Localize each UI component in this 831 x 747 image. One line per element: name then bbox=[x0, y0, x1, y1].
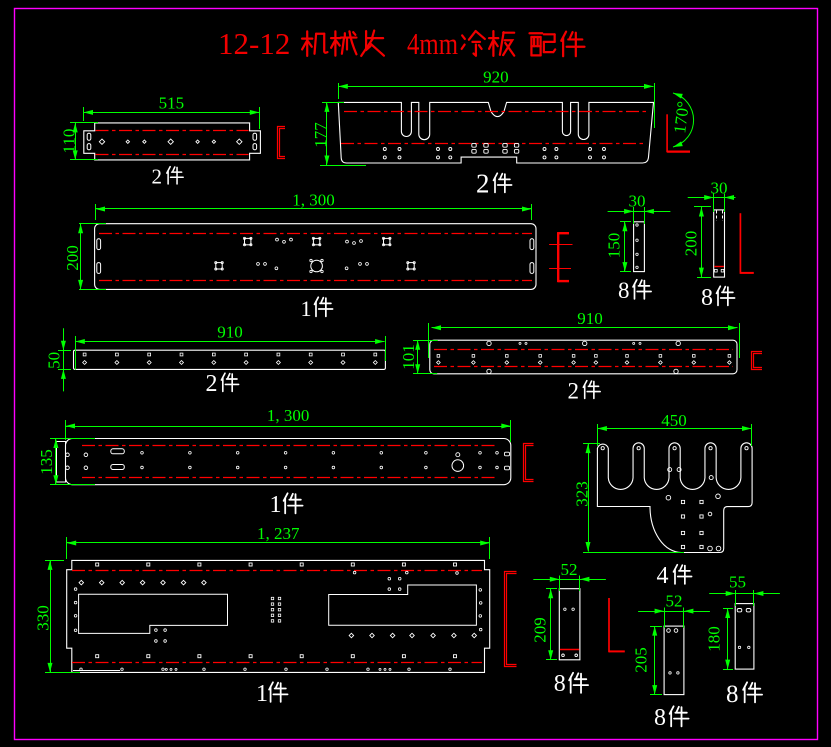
svg-text:177: 177 bbox=[311, 122, 330, 148]
svg-text:2: 2 bbox=[476, 169, 490, 199]
svg-text:1: 1 bbox=[270, 492, 282, 518]
svg-text:1, 300: 1, 300 bbox=[292, 191, 335, 210]
svg-text:4mm: 4mm bbox=[407, 26, 458, 61]
svg-text:450: 450 bbox=[661, 411, 687, 430]
svg-text:150: 150 bbox=[605, 233, 624, 259]
svg-text:920: 920 bbox=[483, 68, 509, 87]
svg-text:170°: 170° bbox=[670, 100, 693, 134]
svg-text:55: 55 bbox=[729, 573, 746, 592]
svg-text:135: 135 bbox=[37, 449, 56, 475]
svg-text:30: 30 bbox=[629, 192, 646, 211]
svg-text:8: 8 bbox=[554, 671, 566, 697]
svg-text:323: 323 bbox=[573, 481, 592, 507]
svg-text:205: 205 bbox=[632, 647, 651, 673]
svg-text:110: 110 bbox=[60, 129, 79, 154]
svg-text:2: 2 bbox=[152, 165, 163, 189]
svg-text:1: 1 bbox=[301, 296, 312, 321]
svg-text:8: 8 bbox=[701, 285, 713, 311]
svg-text:200: 200 bbox=[63, 245, 82, 271]
svg-text:4: 4 bbox=[657, 563, 669, 589]
svg-text:2: 2 bbox=[568, 379, 580, 404]
svg-text:330: 330 bbox=[34, 605, 53, 631]
svg-text:910: 910 bbox=[217, 323, 243, 342]
svg-text:1: 1 bbox=[256, 681, 268, 707]
svg-text:1, 237: 1, 237 bbox=[257, 524, 300, 543]
svg-text:1, 300: 1, 300 bbox=[267, 406, 310, 425]
svg-text:52: 52 bbox=[666, 592, 683, 611]
svg-text:180: 180 bbox=[705, 626, 724, 652]
svg-text:50: 50 bbox=[45, 352, 64, 369]
svg-text:12-12: 12-12 bbox=[218, 26, 290, 61]
svg-text:8: 8 bbox=[726, 681, 739, 708]
svg-text:52: 52 bbox=[561, 560, 578, 579]
svg-text:200: 200 bbox=[681, 231, 700, 257]
svg-text:515: 515 bbox=[159, 94, 185, 113]
svg-text:30: 30 bbox=[711, 179, 728, 198]
svg-text:910: 910 bbox=[577, 309, 603, 328]
svg-text:8: 8 bbox=[618, 278, 630, 303]
svg-text:8: 8 bbox=[654, 705, 666, 731]
svg-text:101: 101 bbox=[399, 344, 418, 370]
svg-text:209: 209 bbox=[531, 617, 550, 643]
svg-text:2: 2 bbox=[206, 371, 218, 397]
